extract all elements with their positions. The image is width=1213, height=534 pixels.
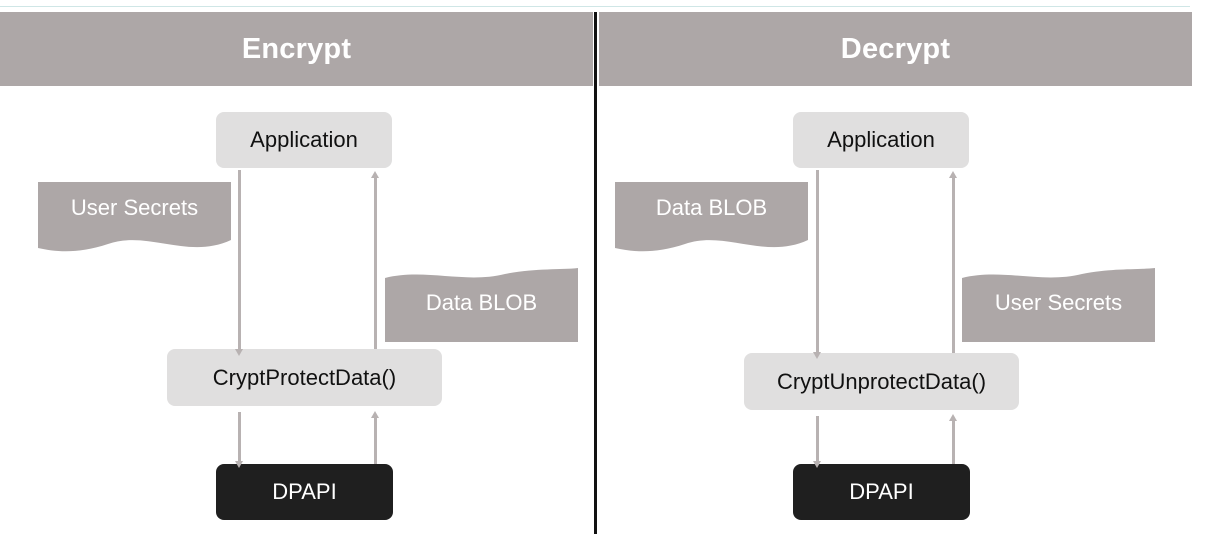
- encrypt-header: Encrypt: [0, 12, 593, 86]
- encrypt-up-arrow-1: [371, 171, 379, 349]
- encrypt-down-arrow-1: [235, 170, 243, 356]
- encrypt-up-arrow-2: [371, 411, 379, 464]
- decrypt-output-document: User Secrets: [962, 268, 1155, 342]
- decrypt-input-document: Data BLOB: [615, 182, 808, 254]
- decrypt-up-arrow-2: [949, 414, 957, 464]
- panel-divider: [594, 12, 597, 534]
- decrypt-function-box: CryptUnprotectData(): [744, 353, 1019, 410]
- encrypt-function-box: CryptProtectData(): [167, 349, 442, 406]
- decrypt-panel: Decrypt Application Data BLOB User Secre…: [599, 12, 1192, 534]
- decrypt-output-doc-label: User Secrets: [994, 289, 1123, 315]
- encrypt-input-doc-label: User Secrets: [70, 194, 199, 220]
- encrypt-dpapi-box: DPAPI: [216, 464, 393, 520]
- encrypt-application-box: Application: [216, 112, 392, 168]
- decrypt-down-arrow-2: [813, 416, 821, 468]
- decrypt-dpapi-box: DPAPI: [793, 464, 970, 520]
- document-shape-icon: [615, 182, 808, 252]
- encrypt-output-doc-label: Data BLOB: [425, 289, 538, 315]
- document-shape-icon: [385, 268, 578, 342]
- encrypt-down-arrow-2: [235, 412, 243, 468]
- document-shape-icon: [962, 268, 1155, 342]
- encrypt-output-document: Data BLOB: [385, 268, 578, 342]
- top-rule: [0, 6, 1190, 7]
- decrypt-down-arrow-1: [813, 170, 821, 359]
- encrypt-panel: Encrypt Application User Secrets Data BL…: [0, 12, 593, 534]
- decrypt-header: Decrypt: [599, 12, 1192, 86]
- decrypt-application-box: Application: [793, 112, 969, 168]
- decrypt-input-doc-label: Data BLOB: [655, 194, 768, 220]
- encrypt-input-document: User Secrets: [38, 182, 231, 254]
- document-shape-icon: [38, 182, 231, 252]
- decrypt-up-arrow-1: [949, 171, 957, 353]
